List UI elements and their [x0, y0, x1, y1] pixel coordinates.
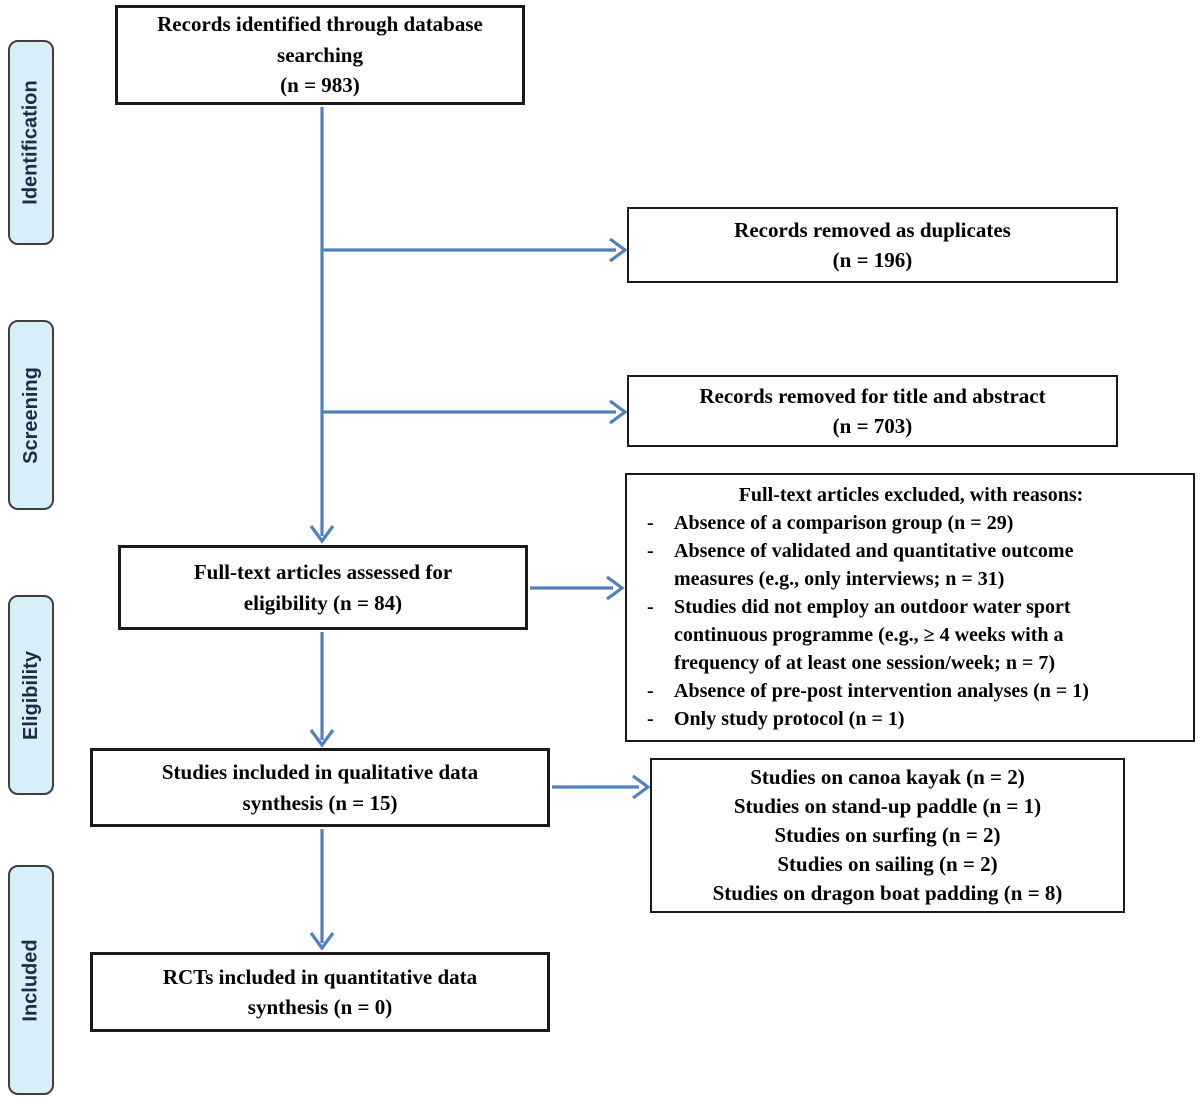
box-title-abstract-removed: Records removed for title and abstract (…: [627, 375, 1118, 447]
arrowhead-right-icon: [632, 774, 651, 800]
box-included-sports: Studies on canoa kayak (n = 2) Studies o…: [650, 758, 1125, 913]
sport-line: Studies on canoa kayak (n = 2): [750, 765, 1025, 789]
exclusion-reason: Absence of pre-post intervention analyse…: [637, 677, 1185, 705]
sport-line: Studies on surfing (n = 2): [774, 823, 1001, 847]
box-quantitative-synthesis: RCTs included in quantitative data synth…: [90, 952, 550, 1032]
arrowhead-down-icon: [309, 932, 335, 951]
stage-eligibility-label: Eligibility: [19, 650, 42, 740]
sport-line: Studies on stand-up paddle (n = 1): [733, 794, 1042, 818]
exclusion-reason: Absence of a comparison group (n = 29): [637, 509, 1185, 537]
box-duplicates-removed: Records removed as duplicates (n = 196): [627, 207, 1118, 283]
box-qualitative-synthesis: Studies included in qualitative data syn…: [90, 748, 550, 827]
stage-eligibility: Eligibility: [8, 595, 54, 795]
stage-identification-label: Identification: [19, 80, 42, 205]
exclusion-reason: Only study protocol (n = 1): [637, 705, 1185, 733]
box-fulltext-assessed: Full-text articles assessed for eligibil…: [118, 545, 528, 630]
arrowhead-down-icon: [309, 729, 335, 748]
arrowhead-right-icon: [606, 575, 625, 601]
stage-included: Included: [8, 865, 54, 1095]
box-fulltext-excluded-title: Full-text articles excluded, with reason…: [738, 484, 1084, 506]
stage-screening: Screening: [8, 320, 54, 510]
sport-line: Studies on dragon boat padding (n = 8): [712, 881, 1063, 905]
stage-identification: Identification: [8, 40, 54, 245]
box-fulltext-excluded: Full-text articles excluded, with reason…: [625, 473, 1195, 742]
exclusion-reason: Absence of validated and quantitative ou…: [637, 537, 1185, 593]
arrowhead-down-icon: [309, 525, 335, 544]
stage-screening-label: Screening: [19, 366, 42, 464]
exclusion-reason: Studies did not employ an outdoor water …: [637, 593, 1185, 677]
arrowhead-right-icon: [609, 237, 628, 263]
box-qualitative-synthesis-text: Studies included in qualitative data syn…: [161, 760, 479, 815]
box-records-identified-text: Records identified through database sear…: [157, 12, 483, 98]
box-title-abstract-removed-text: Records removed for title and abstract (…: [699, 383, 1046, 438]
sport-line: Studies on sailing (n = 2): [777, 852, 998, 876]
stage-included-label: Included: [19, 938, 42, 1022]
box-fulltext-assessed-text: Full-text articles assessed for eligibil…: [193, 560, 453, 615]
box-quantitative-synthesis-text: RCTs included in quantitative data synth…: [162, 964, 478, 1019]
arrowhead-right-icon: [609, 399, 628, 425]
box-records-identified: Records identified through database sear…: [115, 5, 525, 105]
box-duplicates-removed-text: Records removed as duplicates (n = 196): [734, 217, 1011, 272]
